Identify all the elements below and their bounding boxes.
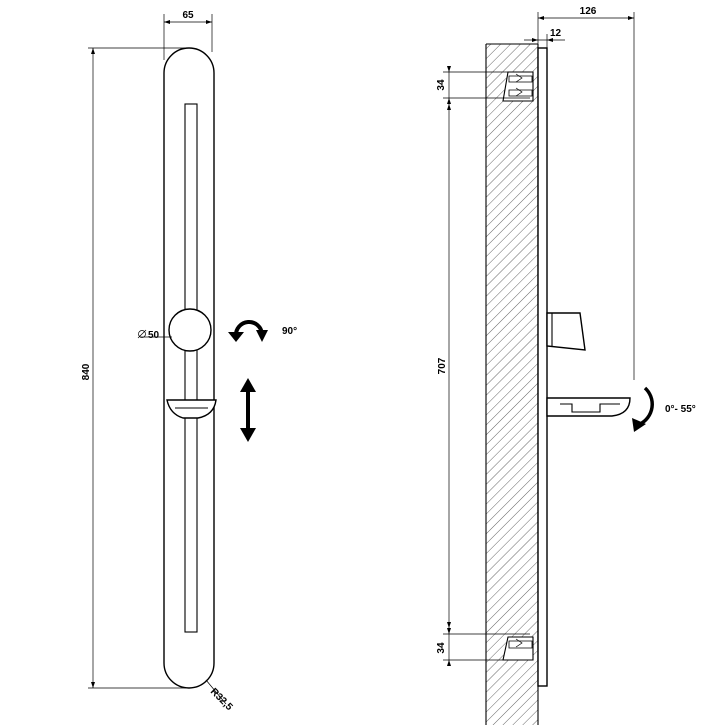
radius-dimension: R32,5	[205, 679, 235, 713]
radius-label: R32,5	[208, 686, 235, 713]
tilt-label: 0°- 55°	[665, 404, 696, 415]
side-view: 126 12 34	[436, 6, 696, 725]
width-label: 65	[182, 10, 194, 21]
height-label: 840	[81, 363, 92, 380]
bottom-bracket-dimension: 34	[436, 628, 530, 666]
span-label: 707	[437, 357, 448, 374]
diameter-dimension: 50	[137, 329, 172, 341]
diameter-label: 50	[148, 330, 160, 341]
knob-profile	[546, 312, 586, 351]
adjustment-knob	[168, 308, 212, 352]
height-dimension: 840	[81, 47, 190, 689]
top-bracket-label: 34	[436, 79, 447, 91]
width-dimension: 65	[163, 10, 213, 60]
span-dimension: 707	[437, 104, 451, 628]
front-view: 65 840 50	[81, 10, 297, 713]
rotate-arrow-icon	[228, 320, 268, 342]
plate-dimension: 12	[524, 28, 565, 48]
shower-rail	[163, 47, 215, 689]
rotation-label: 90°	[282, 326, 297, 337]
top-wall-bracket	[502, 71, 534, 102]
bottom-bracket-label: 34	[436, 642, 447, 654]
depth-dimension: 126	[537, 6, 635, 380]
shower-holder	[166, 399, 217, 419]
up-down-arrow-icon	[240, 378, 256, 442]
top-bracket-dimension: 34	[436, 66, 530, 104]
rail-profile	[537, 47, 548, 687]
holder-profile	[546, 397, 631, 417]
tilt-arrow-icon	[632, 386, 654, 432]
bottom-wall-bracket	[502, 636, 534, 661]
depth-label: 126	[580, 6, 597, 17]
plate-label: 12	[550, 28, 562, 39]
wall-section	[486, 44, 538, 725]
rail-slot	[184, 103, 198, 633]
